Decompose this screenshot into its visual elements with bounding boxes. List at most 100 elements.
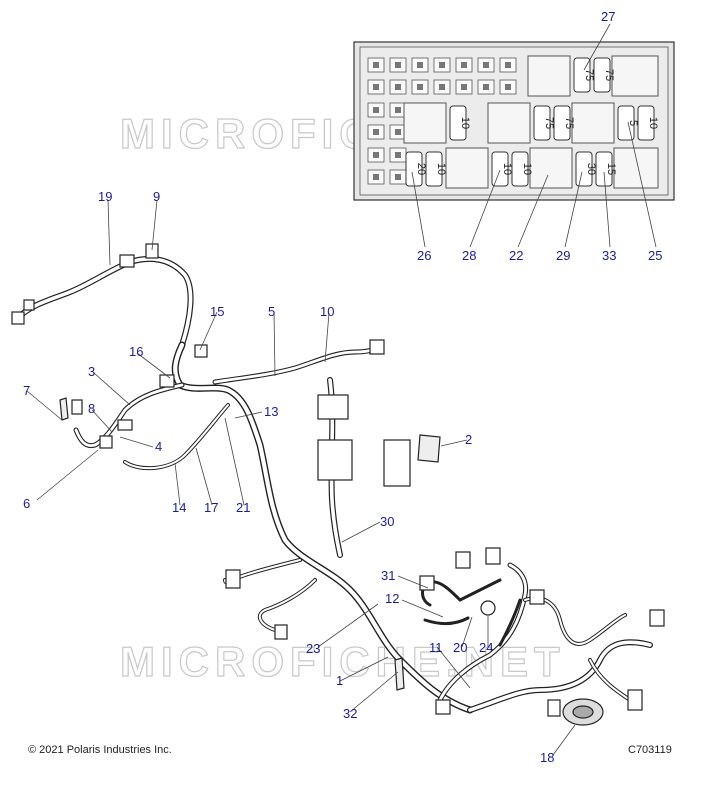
relay-socket-pin (373, 129, 379, 135)
callout-17: 17 (204, 500, 218, 515)
connector (435, 699, 451, 715)
relay-socket-pin (373, 174, 379, 180)
fuse-rating: 75 (583, 69, 595, 81)
connector (627, 689, 643, 711)
relay-socket-pin (395, 84, 401, 90)
relay-block (529, 147, 573, 189)
relay-block (613, 147, 659, 189)
relay-socket-pin (373, 62, 379, 68)
copyright-notice: © 2021 Polaris Industries Inc. (28, 744, 172, 756)
callout-20: 20 (453, 640, 467, 655)
connector-part-2 (383, 439, 411, 487)
fuse-rating: 75 (563, 117, 575, 129)
connector (117, 419, 133, 431)
relay-socket-pin (395, 174, 401, 180)
connector (159, 374, 175, 388)
relay-socket-pin (373, 107, 379, 113)
label-part-2 (417, 434, 441, 463)
fuse-box-inset: 75 75 10 75 75 5 10 20 10 10 10 30 15 (353, 41, 675, 201)
callout-11: 11 (429, 640, 443, 655)
fuse-rating: 10 (435, 163, 447, 175)
callout-15: 15 (210, 304, 224, 319)
callout-30: 30 (380, 514, 394, 529)
fuse: 10 (637, 105, 659, 141)
fuse: 15 (595, 151, 617, 187)
relay-block (403, 102, 447, 144)
fuse-rating: 10 (521, 163, 533, 175)
connector (649, 609, 665, 627)
fuse-rating: 10 (647, 117, 659, 129)
relay-socket-pin (483, 84, 489, 90)
callout-29: 29 (556, 248, 570, 263)
relay-socket-pin (439, 84, 445, 90)
relay-socket-pin (505, 62, 511, 68)
callout-24: 24 (479, 640, 493, 655)
relay-socket-pin (373, 152, 379, 158)
connector (274, 624, 288, 640)
fuse-rating: 30 (585, 163, 597, 175)
harness-branch-24 (458, 578, 502, 602)
leader-lines (26, 23, 657, 756)
connector (23, 299, 35, 311)
relay-block (527, 55, 571, 97)
fuse: 20 (405, 151, 427, 187)
callout-6: 6 (23, 496, 30, 511)
fuse: 75 (593, 57, 615, 93)
relay-socket-pin (439, 62, 445, 68)
fuse: 10 (491, 151, 513, 187)
callout-19: 19 (98, 189, 112, 204)
figure-code: C703119 (628, 744, 672, 756)
harness-branch-upper (212, 342, 383, 385)
relay-socket-pin (461, 84, 467, 90)
fuse-rating: 15 (605, 163, 617, 175)
fuse: 10 (511, 151, 533, 187)
relay-socket-pin (395, 62, 401, 68)
relay-socket-pin (417, 62, 423, 68)
callout-2: 2 (465, 432, 472, 447)
connectors (11, 243, 665, 726)
connector (485, 547, 501, 565)
connector (529, 589, 545, 605)
callout-25: 25 (648, 248, 662, 263)
relay-socket-pin (395, 152, 401, 158)
callout-18: 18 (540, 750, 554, 765)
fuse-rating: 10 (501, 163, 513, 175)
callout-7: 7 (23, 383, 30, 398)
callout-21: 21 (236, 500, 250, 515)
connector (547, 699, 561, 717)
callout-22: 22 (509, 248, 523, 263)
harness-branch-mid (498, 598, 522, 647)
connector (11, 311, 25, 325)
relay-socket-pin (395, 129, 401, 135)
relay-block (571, 102, 615, 144)
connector (119, 254, 135, 268)
callout-1: 1 (336, 673, 343, 688)
fuse-rating: 20 (415, 163, 427, 175)
relay-socket-pin (373, 84, 379, 90)
callout-12: 12 (385, 591, 399, 606)
connector (99, 435, 113, 449)
callout-labels: 1 2 3 4 5 6 7 8 9 10 11 12 13 14 15 16 1… (23, 9, 662, 765)
connector (145, 243, 159, 259)
relay-block (445, 147, 489, 189)
relay-socket-pin (395, 107, 401, 113)
callout-31: 31 (381, 568, 395, 583)
fuse: 10 (425, 151, 447, 187)
callout-3: 3 (88, 364, 95, 379)
callout-28: 28 (462, 248, 476, 263)
fuse-block-body (317, 439, 353, 481)
watermark-bottom: MICROFICHE.NET (120, 638, 566, 685)
fuse-rating: 75 (543, 117, 555, 129)
callout-14: 14 (172, 500, 186, 515)
callout-32: 32 (343, 706, 357, 721)
fuse: 10 (449, 105, 471, 141)
callout-9: 9 (153, 189, 160, 204)
fuse-rating: 5 (627, 120, 639, 126)
connector (455, 551, 471, 569)
fuse: 30 (575, 151, 597, 187)
sensor-24 (480, 600, 496, 616)
harness-branch-14-17 (123, 403, 230, 471)
relay-block (487, 102, 531, 144)
fuse: 75 (553, 105, 575, 141)
